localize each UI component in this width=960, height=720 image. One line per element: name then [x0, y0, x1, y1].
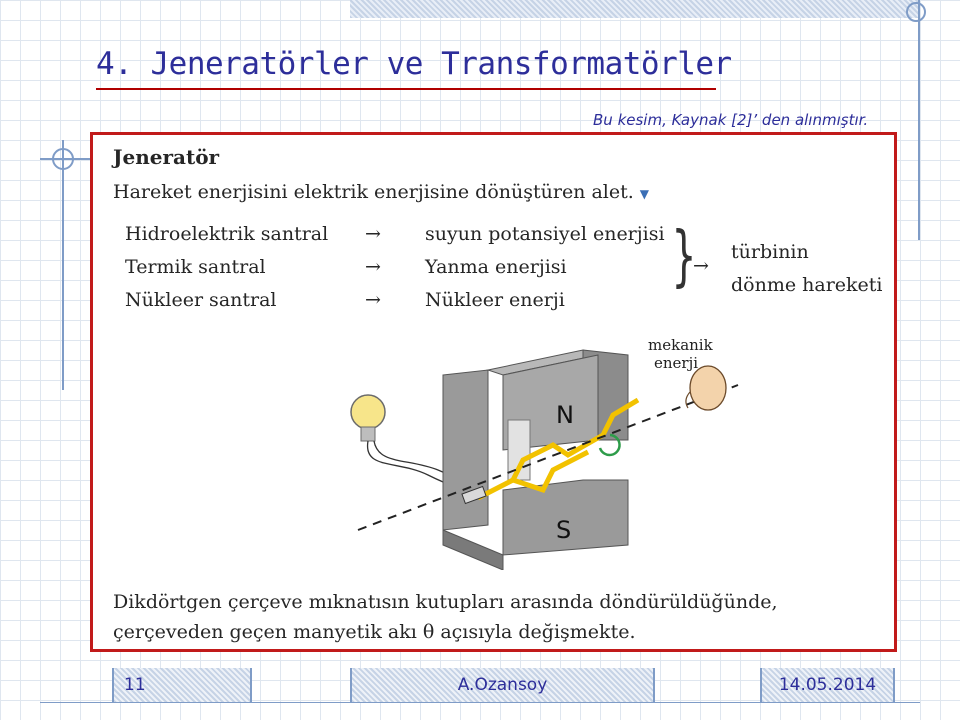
caption-line: Dikdörtgen çerçeve mıknatısın kutupları …	[113, 591, 778, 613]
light-bulb-icon	[350, 394, 386, 442]
hand-icon	[685, 365, 727, 411]
mechanical-energy-label: mekanik	[648, 336, 714, 354]
caption-line: çerçeveden geçen manyetik akı θ açısıyla…	[113, 621, 636, 643]
plant-row: Nükleer santral → Nükleer enerji	[125, 289, 565, 311]
plant-name: Nükleer santral	[125, 289, 277, 311]
horseshoe-magnet	[442, 349, 629, 570]
footer-author-box: A.Ozansoy	[350, 668, 655, 702]
decor-line	[62, 140, 64, 390]
mechanical-energy-label: enerji	[654, 354, 698, 372]
result-line: türbinin	[731, 241, 809, 263]
plant-name: Hidroelektrik santral	[125, 223, 329, 245]
section-heading: Jeneratör	[113, 145, 220, 169]
generator-diagram: N S mekanik enerji	[350, 336, 739, 570]
rotation-arrow-icon	[598, 433, 621, 457]
footer-date-box: 14.05.2014	[760, 668, 895, 702]
coil	[512, 449, 590, 494]
slide-title: 4. Jeneratörler ve Transformatörler	[96, 46, 732, 82]
plant-energy: suyun potansiyel enerjisi	[425, 223, 665, 245]
pole-n-label: N	[556, 401, 574, 429]
plant-row: Hidroelektrik santral → suyun potansiyel…	[125, 223, 665, 245]
plant-energy: Nükleer enerji	[425, 289, 565, 311]
decor-circle	[52, 148, 74, 170]
plant-row: Termik santral → Yanma enerjisi	[125, 256, 567, 278]
arrow-icon: →	[365, 289, 381, 311]
footer-line	[40, 702, 920, 703]
right-brace-icon: }	[671, 217, 697, 294]
definition-label: Hareket enerjisini elektrik enerjisine d…	[113, 181, 634, 203]
result-line: dönme hareketi	[731, 274, 883, 296]
slip-ring	[461, 485, 487, 505]
footer-page-number-box: 11	[112, 668, 252, 702]
plant-energy: Yanma enerjisi	[425, 256, 567, 278]
rotation-axis	[357, 384, 739, 531]
author-name: A.Ozansoy	[457, 675, 548, 695]
content-frame: Jeneratör Hareket enerjisini elektrik en…	[90, 132, 897, 652]
title-underline	[96, 88, 716, 90]
arrow-icon: →	[693, 255, 709, 277]
triangle-bullet-icon: ▼	[639, 187, 650, 201]
plant-name: Termik santral	[125, 256, 266, 278]
decor-line	[918, 0, 920, 240]
pole-s-label: S	[556, 516, 571, 544]
decor-circle	[906, 2, 926, 22]
arrow-icon: →	[365, 223, 381, 245]
top-decor-band	[350, 0, 920, 18]
source-note: Bu kesim, Kaynak [2]’ den alınmıştır.	[593, 111, 869, 129]
page-number: 11	[124, 675, 146, 695]
slide-date: 14.05.2014	[778, 675, 877, 695]
coil	[476, 397, 640, 501]
definition-text: Hareket enerjisini elektrik enerjisine d…	[113, 181, 649, 203]
arrow-icon: →	[365, 256, 381, 278]
